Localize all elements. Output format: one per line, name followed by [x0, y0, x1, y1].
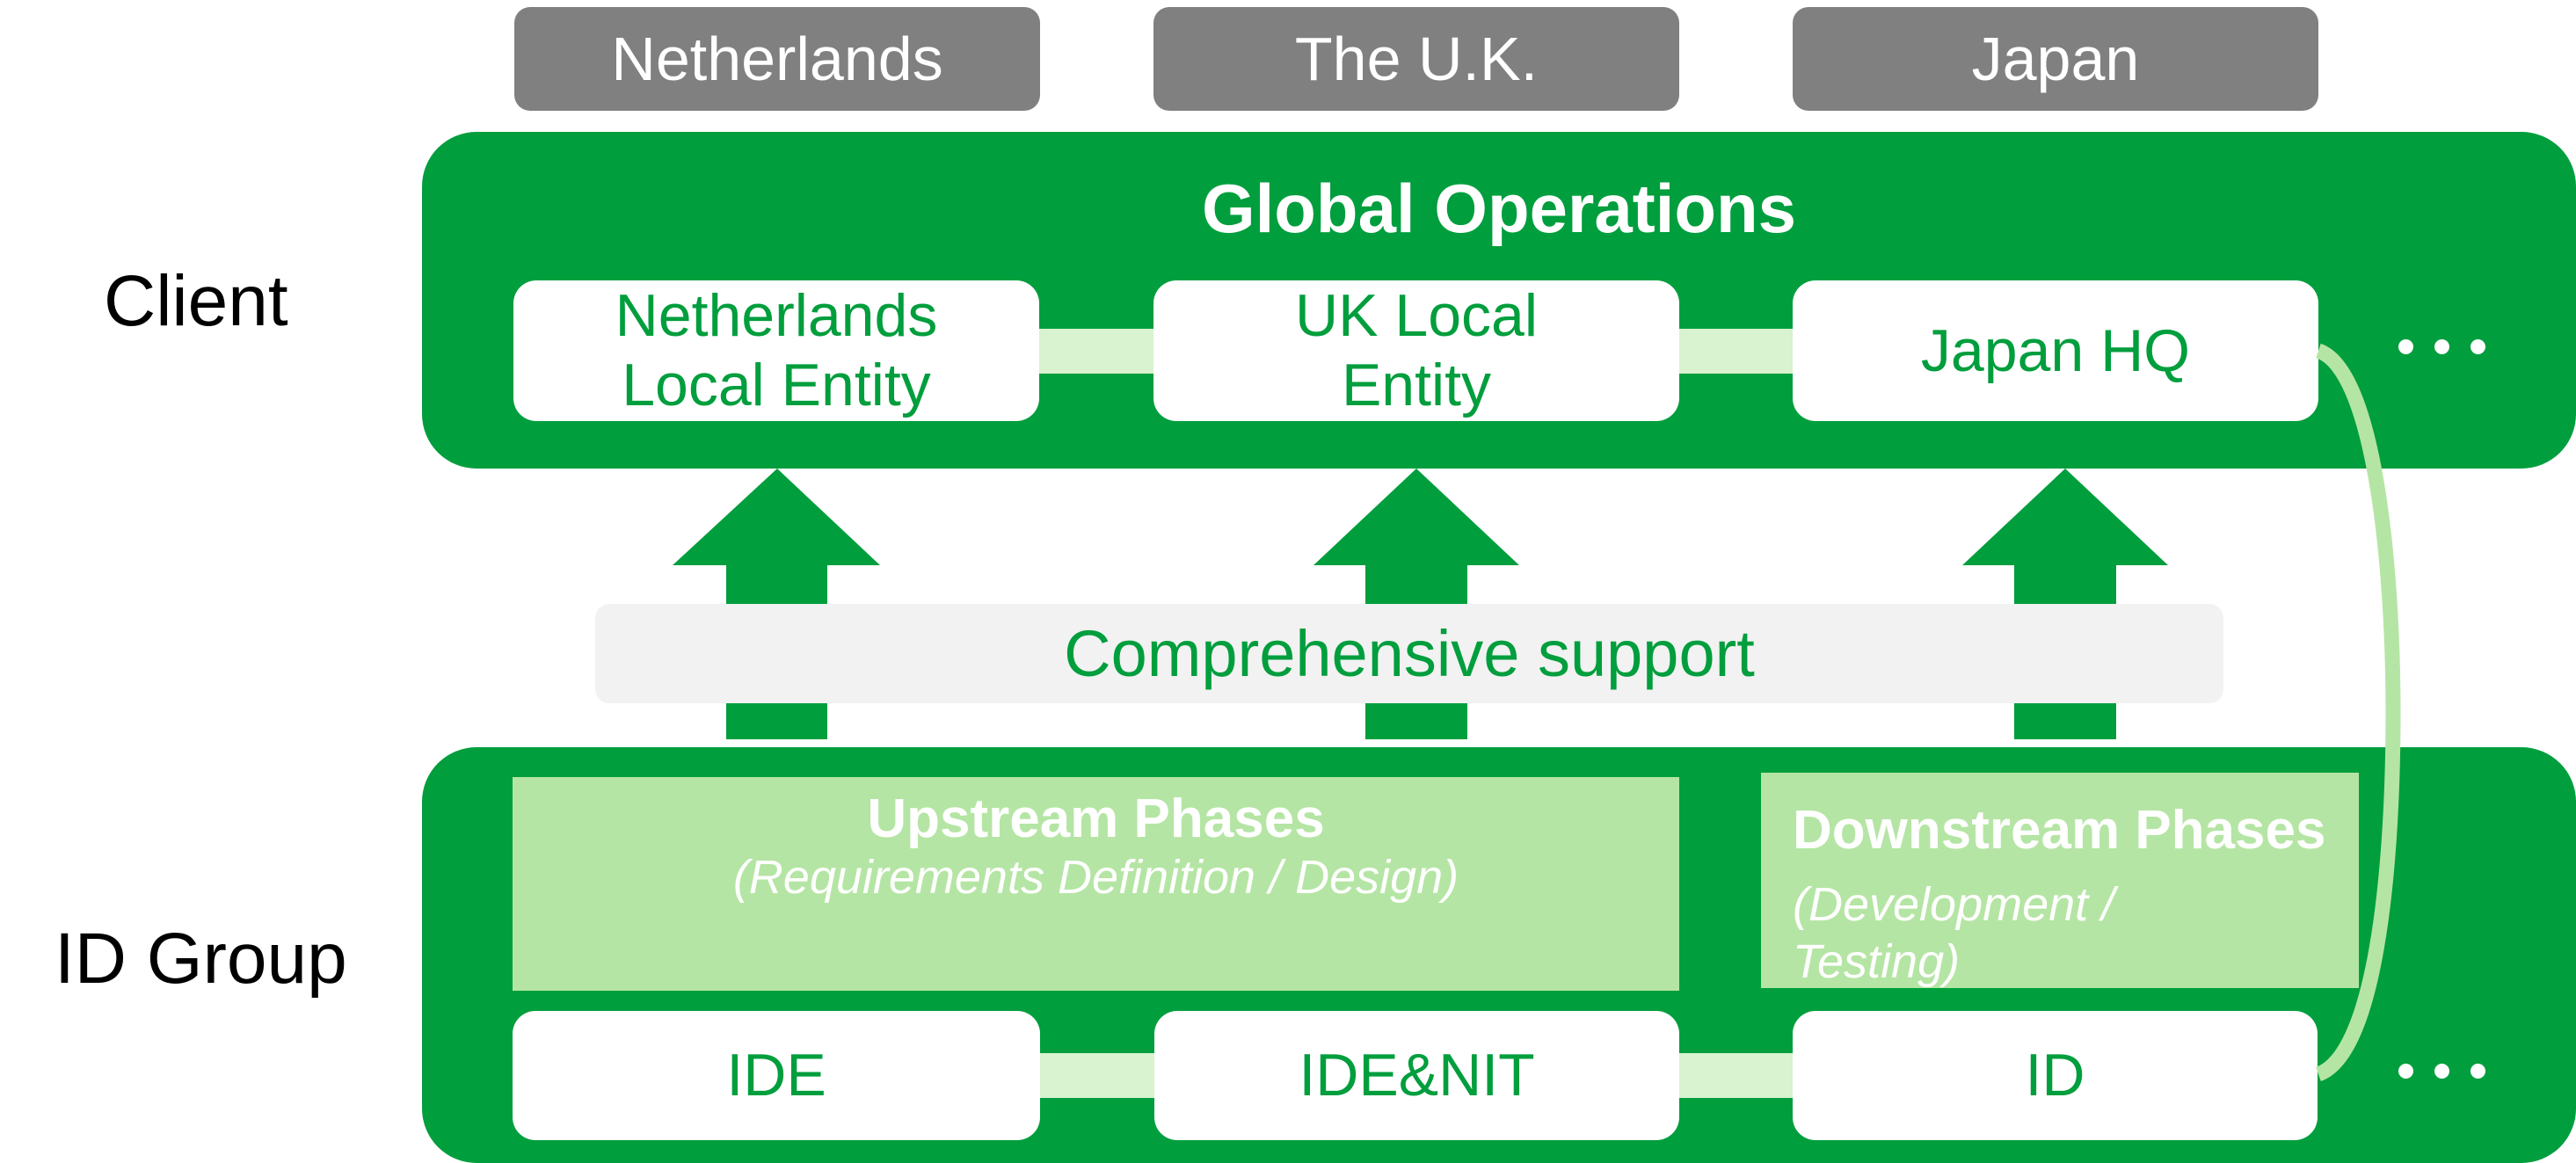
downstream-phases-box: Downstream Phases (Development / Testing…: [1761, 773, 2359, 988]
dot: [2470, 1064, 2485, 1079]
client-more-ellipsis-icon: [2398, 339, 2486, 355]
dot: [2434, 339, 2449, 354]
downstream-title: Downstream Phases: [1793, 800, 2326, 861]
support-label: Comprehensive support: [1064, 617, 1755, 690]
company-connector: [1037, 1053, 1156, 1098]
dot: [2434, 1064, 2449, 1079]
entity-connector: [1675, 329, 1796, 374]
company-connector: [1675, 1053, 1796, 1098]
country-label: The U.K.: [1294, 25, 1539, 93]
country-japan: Japan: [1793, 7, 2318, 111]
comprehensive-support-band: Comprehensive support: [595, 604, 2223, 703]
row-label-id-group: ID Group: [55, 919, 347, 999]
entity-japan-hq: Japan HQ: [1793, 280, 2318, 421]
entity-netherlands: Netherlands Local Entity: [513, 280, 1039, 421]
entity-label: UK Local Entity: [1295, 282, 1538, 418]
entity-label: Netherlands Local Entity: [615, 282, 938, 418]
company-id: ID: [1793, 1011, 2318, 1140]
entity-label: Japan HQ: [1920, 316, 2191, 384]
downstream-subtitle: (Development / Testing): [1793, 878, 2115, 988]
entity-uk: UK Local Entity: [1153, 280, 1679, 421]
country-label: Japan: [1971, 25, 2140, 93]
country-uk: The U.K.: [1153, 7, 1679, 111]
company-ide: IDE: [513, 1011, 1040, 1140]
dot: [2398, 1064, 2413, 1079]
company-ide-nit: IDE&NIT: [1154, 1011, 1679, 1140]
entity-connector: [1037, 329, 1156, 374]
row-label-client: Client: [104, 261, 288, 341]
company-label: ID: [2025, 1042, 2085, 1109]
country-label: Netherlands: [611, 25, 943, 93]
company-label: IDE: [726, 1042, 826, 1109]
dot: [2470, 339, 2485, 354]
id-more-ellipsis-icon: [2398, 1064, 2486, 1079]
country-netherlands: Netherlands: [514, 7, 1040, 111]
company-label: IDE&NIT: [1299, 1042, 1535, 1109]
upstream-subtitle: (Requirements Definition / Design): [732, 851, 1459, 905]
upstream-phases-box: Upstream Phases (Requirements Definition…: [513, 777, 1679, 991]
client-panel-title: Global Operations: [1201, 170, 1797, 247]
dot: [2398, 339, 2413, 354]
upstream-title: Upstream Phases: [867, 789, 1325, 849]
